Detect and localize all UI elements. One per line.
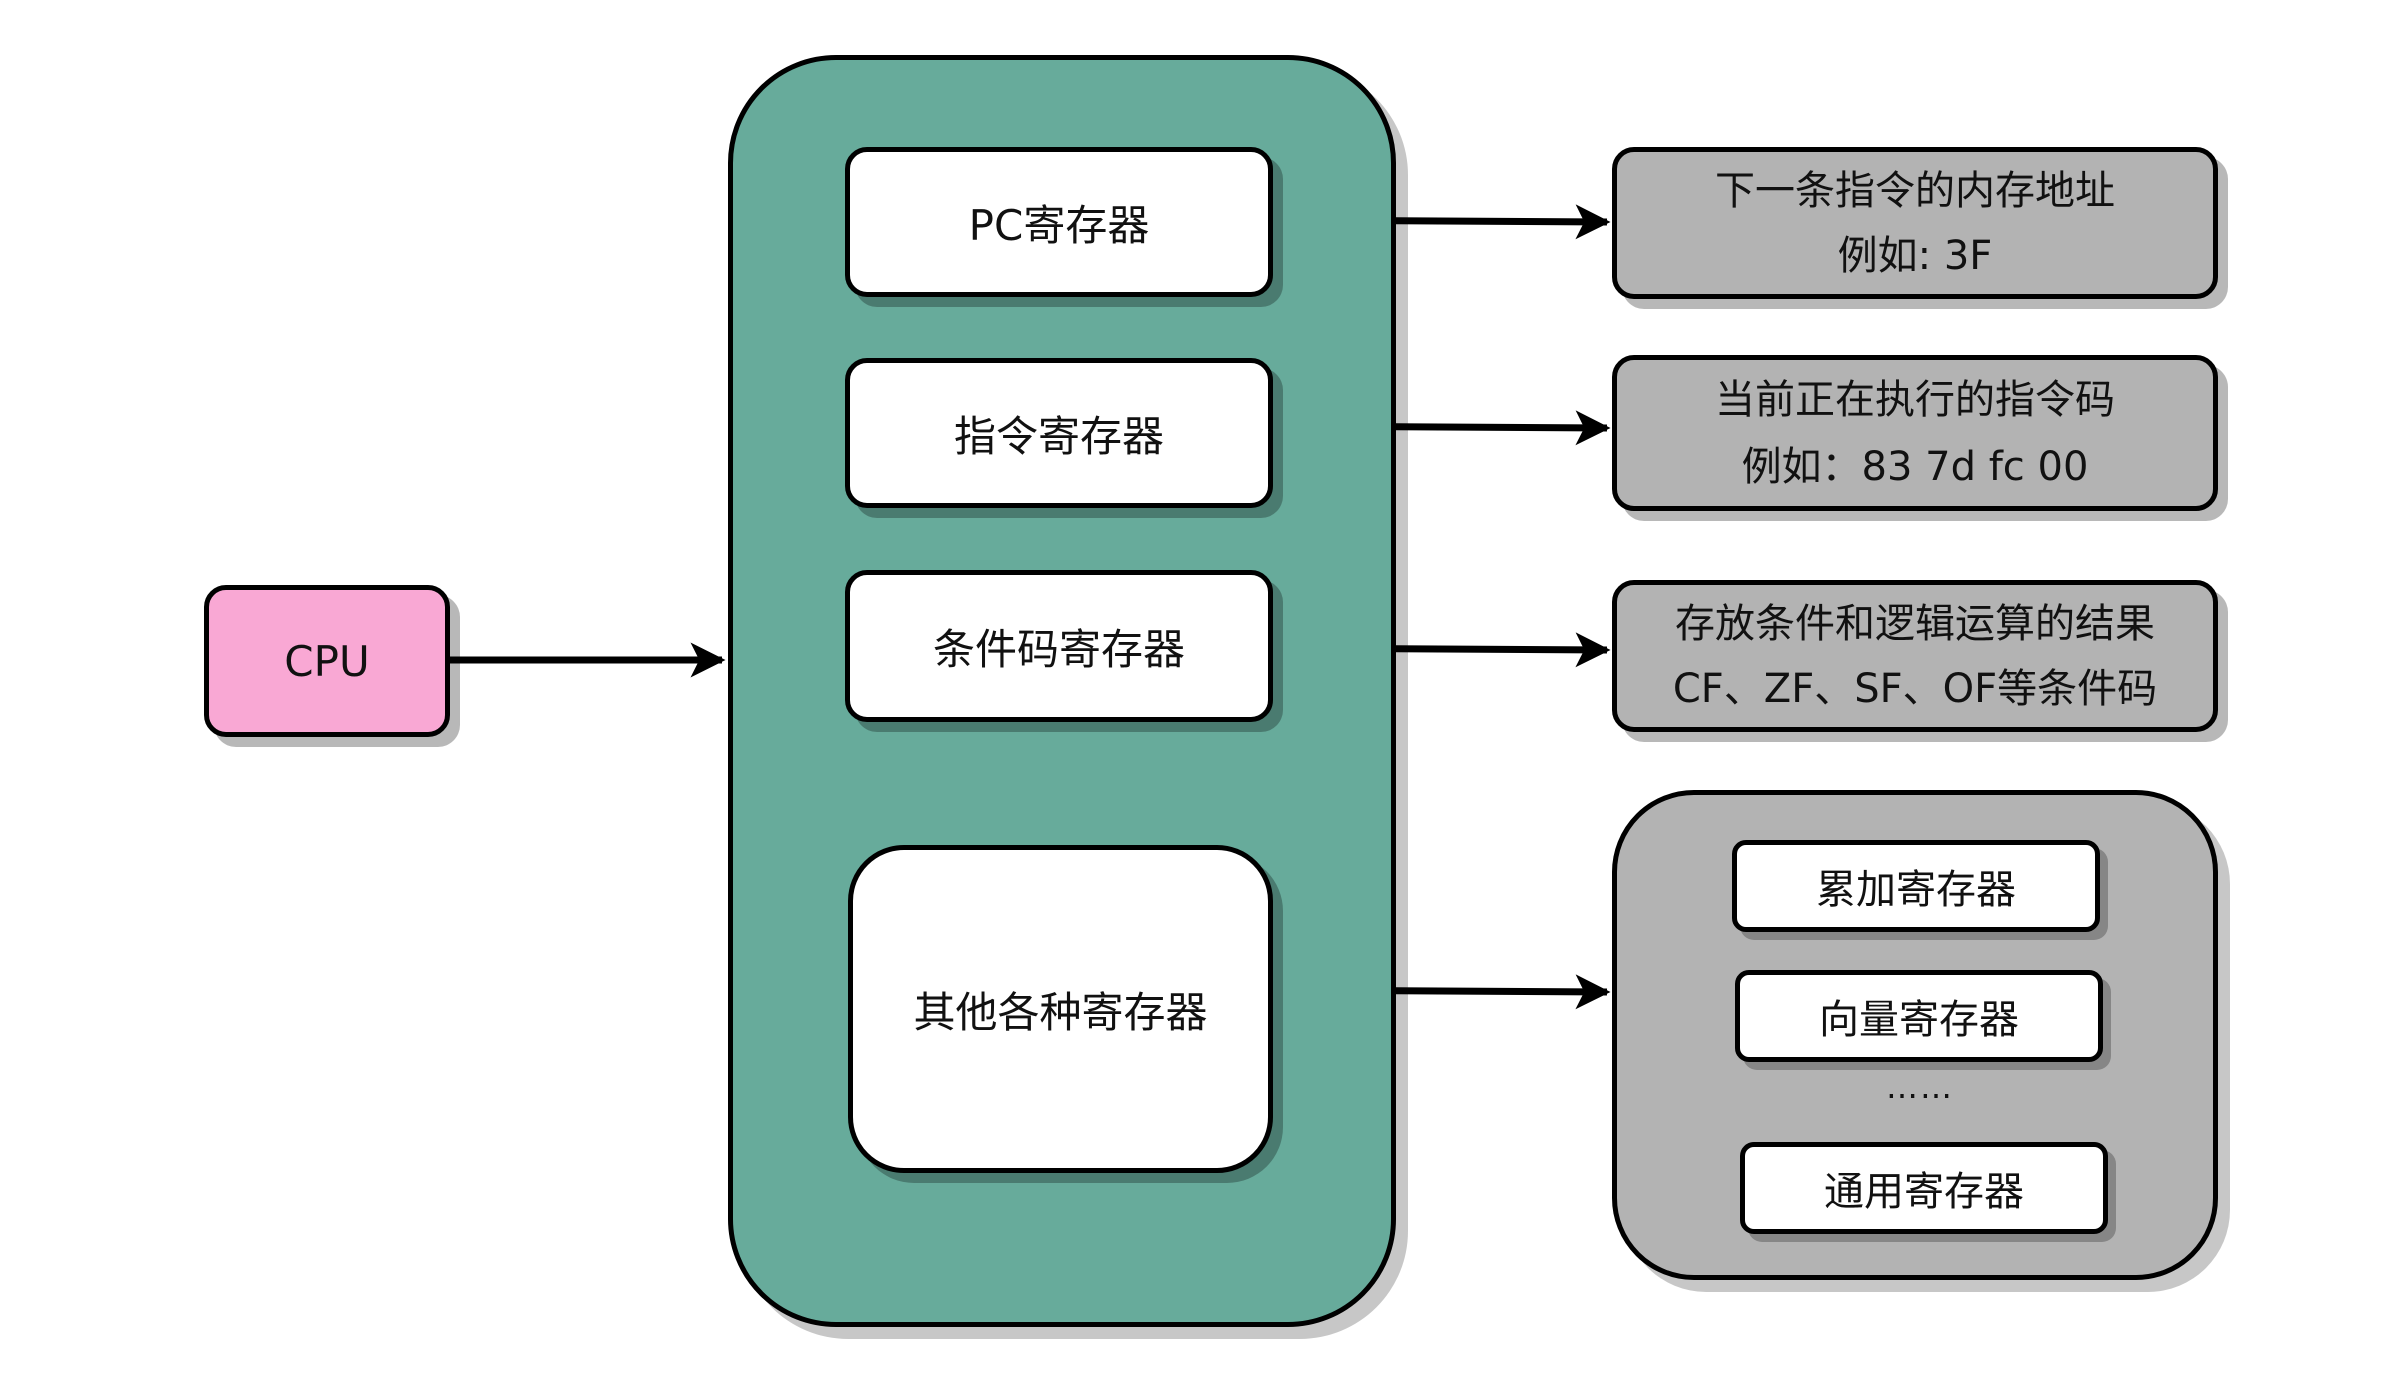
instruction-register: 指令寄存器 (845, 358, 1273, 508)
pc-register-label: PC寄存器 (968, 200, 1150, 250)
instruction-description-line2: 例如：83 7d fc 00 (1741, 443, 2089, 490)
pc-description: 下一条指令的内存地址 例如: 3F (1612, 147, 2218, 299)
condition-description-line2: CF、ZF、SF、OF等条件码 (1672, 665, 2158, 712)
vector-register-label: 向量寄存器 (1819, 997, 2019, 1043)
instruction-description: 当前正在执行的指令码 例如：83 7d fc 00 (1612, 355, 2218, 511)
condition-code-register: 条件码寄存器 (845, 570, 1273, 722)
instruction-register-label: 指令寄存器 (953, 411, 1164, 461)
condition-code-register-label: 条件码寄存器 (932, 624, 1185, 674)
accumulator-register: 累加寄存器 (1732, 840, 2100, 932)
condition-description: 存放条件和逻辑运算的结果 CF、ZF、SF、OF等条件码 (1612, 580, 2218, 732)
pc-description-line2: 例如: 3F (1837, 232, 1993, 279)
accumulator-register-label: 累加寄存器 (1816, 867, 2016, 913)
other-registers-label: 其他各种寄存器 (913, 987, 1208, 1037)
instruction-description-line1: 当前正在执行的指令码 (1715, 376, 2115, 423)
cpu-label: CPU (284, 636, 370, 686)
cpu-box: CPU (204, 585, 450, 737)
pc-register: PC寄存器 (845, 147, 1273, 297)
general-purpose-register: 通用寄存器 (1740, 1142, 2108, 1234)
vector-register: 向量寄存器 (1735, 970, 2103, 1062)
condition-description-line1: 存放条件和逻辑运算的结果 (1675, 600, 2155, 647)
general-purpose-register-label: 通用寄存器 (1824, 1169, 2024, 1215)
ellipsis: …… (1886, 1068, 1954, 1106)
pc-description-line1: 下一条指令的内存地址 (1715, 167, 2115, 214)
other-registers: 其他各种寄存器 (848, 845, 1273, 1173)
